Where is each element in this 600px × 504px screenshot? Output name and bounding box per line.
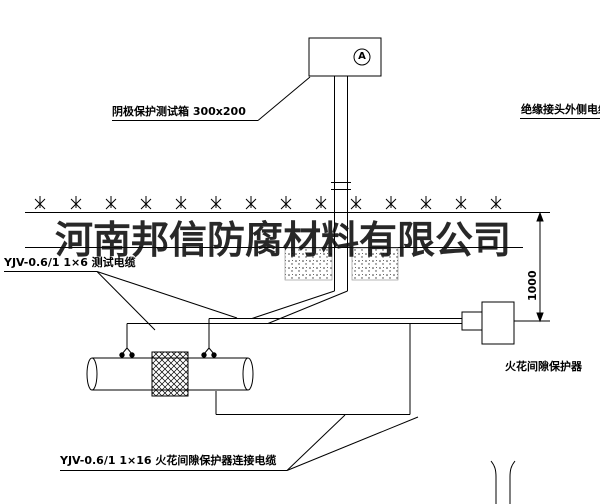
cable-lug-icon [201, 352, 207, 358]
concrete-block-left [284, 247, 333, 281]
insulating-joint [151, 351, 189, 397]
arrow-down-icon [536, 312, 544, 323]
cable-lug-icon [211, 352, 217, 358]
ground-mark-icon [175, 196, 187, 210]
protector-stem [461, 311, 483, 331]
ground-mark-icon [105, 196, 117, 210]
dimension-text: 1000 [526, 270, 539, 301]
company-watermark: 河南邦信防腐材料有限公司 [55, 217, 512, 262]
ground-mark-icon [490, 196, 502, 210]
ground-mark-icon [420, 196, 432, 210]
ammeter-circle-icon [353, 48, 371, 66]
protector-body [481, 301, 515, 345]
leader-lines [4, 76, 600, 471]
ground-mark-icon [140, 196, 152, 210]
test-box [308, 37, 382, 77]
ground-mark-icon [280, 196, 292, 210]
ground-mark-icon [245, 196, 257, 210]
outer-cable-label: 绝缘接头外侧电缆 [521, 103, 600, 116]
cable-lug-icon [119, 352, 125, 358]
ground-mark-icon [315, 196, 327, 210]
test-box-label: 阴极保护测试箱 300x200 [112, 105, 246, 118]
ground-mark-icon [210, 196, 222, 210]
cable-lug-icon [129, 352, 135, 358]
pipeline [86, 351, 254, 397]
cable-runs [119, 290, 462, 415]
ground-mark-icon [70, 196, 82, 210]
ground-mark-icon [350, 196, 362, 210]
ground-marks [34, 196, 502, 210]
spark-gap-protector [461, 301, 515, 345]
arrow-up-icon [536, 211, 544, 222]
line-work [4, 37, 600, 504]
ground-mark-icon [385, 196, 397, 210]
pipe-riser-symbol [490, 460, 516, 504]
connect-cable-label: YJV-0.6/1 1×16 火花间隙保护器连接电缆 [60, 454, 277, 467]
ground-mark-icon [455, 196, 467, 210]
spark-gap-label: 火花间隙保护器 [505, 360, 582, 373]
test-cable-label: YJV-0.6/1 1×6 测试电缆 [4, 256, 136, 269]
concrete-block-right [351, 247, 399, 281]
conduit-riser [331, 76, 351, 291]
ground-mark-icon [34, 196, 46, 210]
ammeter-letter: A [358, 51, 366, 63]
depth-dimension [514, 211, 550, 323]
